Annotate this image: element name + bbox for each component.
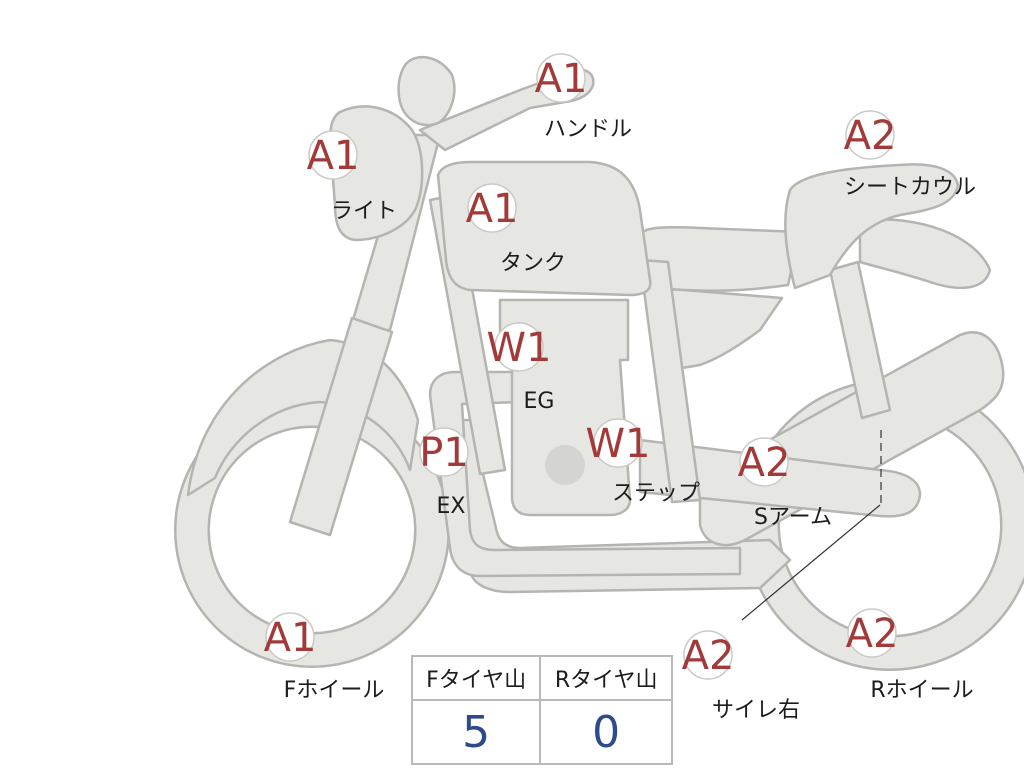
part-code: W1: [487, 325, 552, 371]
part-code: A2: [682, 633, 735, 679]
badge-circle: [419, 427, 469, 477]
part-badge-step: W1 ステップ: [586, 418, 700, 506]
part-label: サイレ右: [712, 698, 800, 723]
part-badge-seat_cowl: A2 シートカウル: [844, 110, 976, 200]
part-code: A2: [846, 611, 899, 657]
part-badge-light: A1 ライト: [307, 130, 397, 224]
part-code: A1: [466, 186, 519, 232]
badge-circle: [845, 110, 895, 160]
rear-tire-tread-value: 0: [539, 699, 673, 765]
badge-circle: [536, 53, 586, 103]
part-code: A2: [844, 113, 897, 159]
part-code: A1: [307, 133, 360, 179]
badge-circle: [308, 130, 358, 180]
part-code: A1: [264, 615, 317, 661]
part-label: シートカウル: [844, 175, 976, 200]
part-code: A2: [738, 440, 791, 486]
part-label: Fホイール: [284, 678, 385, 703]
seat-cowl-shape: [784, 163, 960, 290]
part-label: Sアーム: [754, 505, 832, 530]
badge-circle: [265, 612, 315, 662]
frame-down-tube-shape: [638, 258, 702, 504]
part-label: EG: [524, 389, 555, 414]
part-code: A1: [535, 56, 588, 102]
front-fork-lower-shape: [288, 316, 394, 537]
rear-tire-tread-header: Rタイヤ山: [539, 655, 673, 701]
part-label: ステップ: [612, 481, 700, 506]
part-badge-tank: A1 タンク: [466, 183, 566, 276]
side-cover-shape: [658, 286, 784, 372]
part-badge-muffler_r: A2 サイレ右: [682, 630, 800, 723]
badge-circle: [494, 322, 544, 372]
engine-cover-shape: [545, 445, 585, 485]
part-label: ハンドル: [544, 117, 632, 142]
part-label: EX: [437, 494, 466, 519]
badge-circle: [467, 183, 517, 233]
rear-shock-shape: [828, 260, 892, 420]
front-tire-tread-header: Fタイヤ山: [410, 655, 542, 701]
exhaust-pipe-shape: [428, 370, 742, 578]
badge-circle: [593, 418, 643, 468]
part-label: Rホイール: [870, 678, 973, 703]
part-label: タンク: [500, 251, 566, 276]
tire-tread-table: Fタイヤ山 Rタイヤ山 5 0: [410, 655, 673, 765]
front-wheel-shape: [174, 392, 450, 668]
swingarm-leader-line: [741, 504, 881, 621]
badge-circle: [739, 437, 789, 487]
part-code: P1: [419, 430, 469, 476]
rear-fender-shape: [858, 218, 992, 290]
mirror-shape: [397, 55, 456, 127]
part-code: W1: [586, 421, 651, 467]
part-badge-handle: A1 ハンドル: [535, 53, 632, 142]
badge-circle: [847, 608, 897, 658]
front-tire-tread-value: 5: [410, 699, 542, 765]
badge-circle: [683, 630, 733, 680]
part-label: ライト: [331, 199, 397, 224]
